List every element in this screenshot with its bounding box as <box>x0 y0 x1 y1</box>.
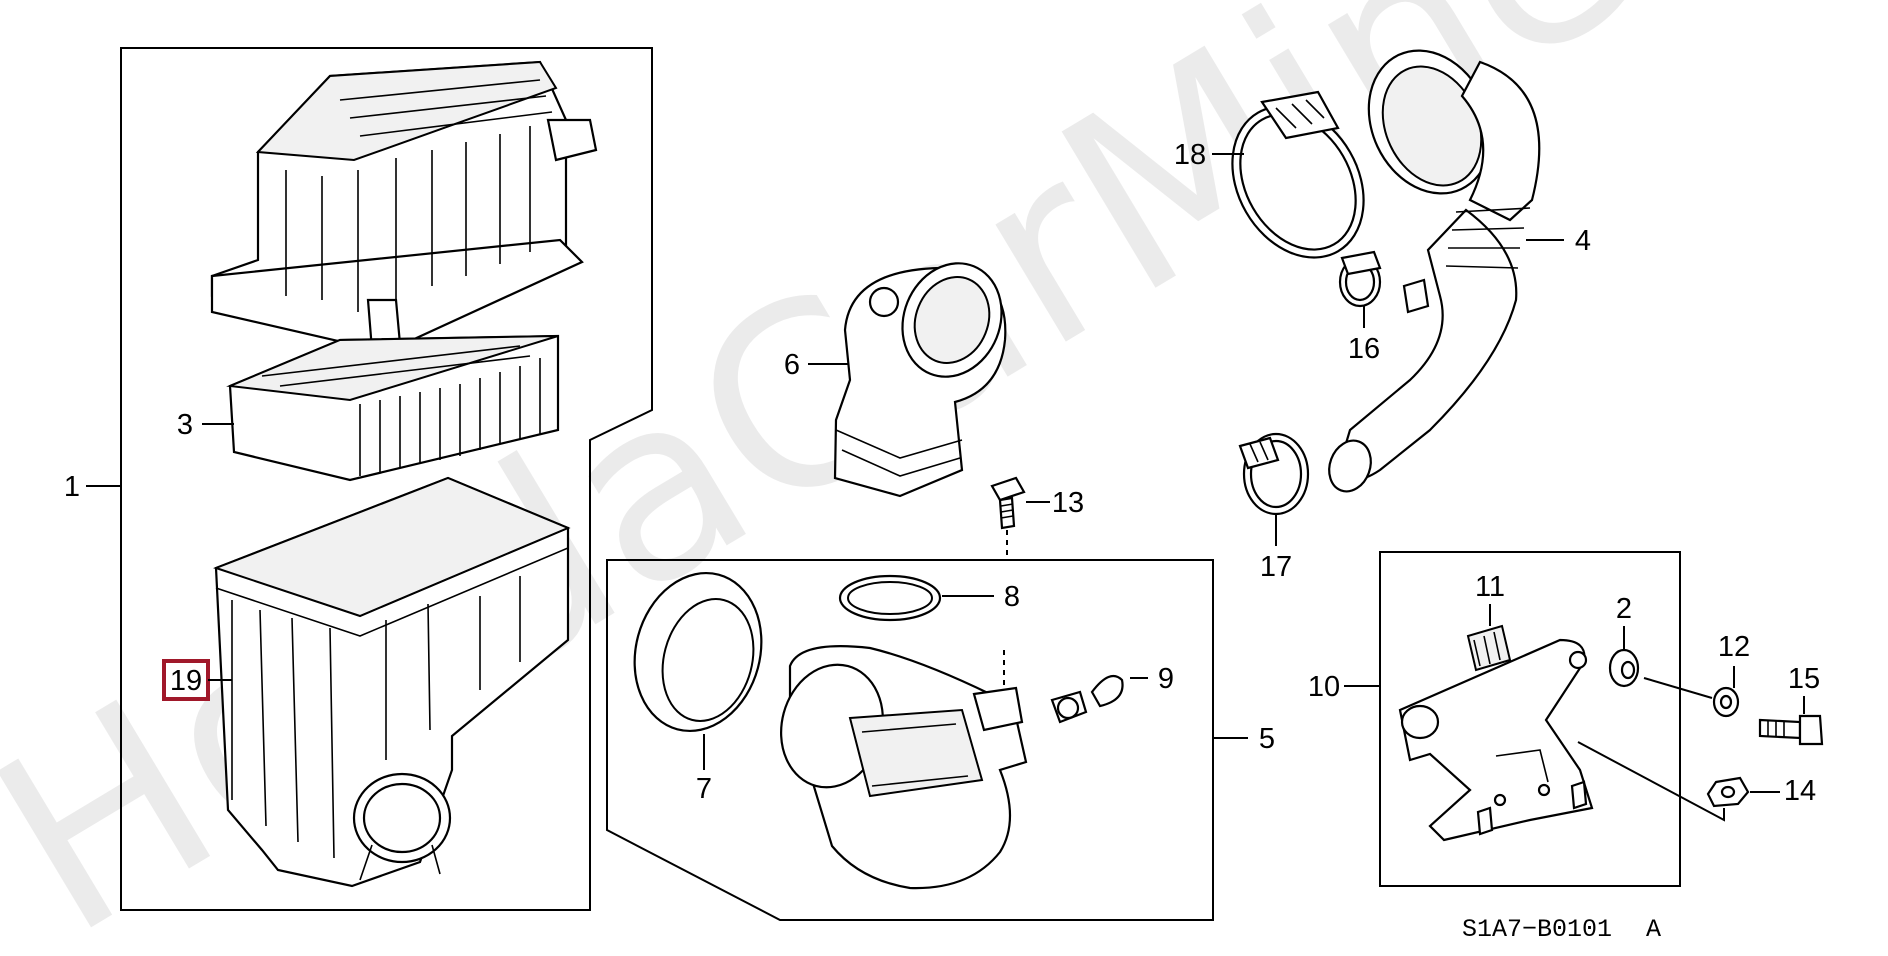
seal-part-7: 7 <box>633 571 763 805</box>
callout-14[interactable]: 14 <box>1784 775 1816 807</box>
bolt-part-15: 15 <box>1758 663 1824 746</box>
grommet-part-2: 2 <box>1608 593 1640 688</box>
callout-10[interactable]: 10 <box>1308 671 1340 703</box>
group-10-bracket <box>1379 551 1681 887</box>
callout-1[interactable]: 1 <box>64 471 80 503</box>
group-5-bracket <box>606 559 1214 921</box>
callout-16[interactable]: 16 <box>1348 333 1380 365</box>
callout-2[interactable]: 2 <box>1616 593 1632 625</box>
callout-19[interactable]: 19 <box>170 665 202 697</box>
air-cleaner-upper-cover <box>210 60 598 354</box>
callout-8[interactable]: 8 <box>1004 581 1020 613</box>
resonator-group: 7 8 9 5 <box>606 559 1275 921</box>
callout-6[interactable]: 6 <box>784 349 800 381</box>
callout-9[interactable]: 9 <box>1158 663 1174 695</box>
washer-part-12: 12 <box>1643 631 1750 718</box>
mount-part-11: 11 <box>1466 571 1512 672</box>
air-filter-element <box>226 334 560 482</box>
group-1-bracket <box>120 47 653 911</box>
clamp-part-16: 16 <box>1338 250 1382 365</box>
nut-part-14: 14 <box>1577 741 1816 822</box>
callout-3[interactable]: 3 <box>177 409 193 441</box>
gasket-part-8: 8 <box>838 574 1020 622</box>
callout-15[interactable]: 15 <box>1788 663 1820 695</box>
air-cleaner-lower-case <box>213 476 571 888</box>
callout-5[interactable]: 5 <box>1259 723 1275 755</box>
callout-18[interactable]: 18 <box>1174 139 1206 171</box>
clip-part-9: 9 <box>1050 663 1174 724</box>
callout-17[interactable]: 17 <box>1260 551 1292 583</box>
hose-band-part-17: 17 <box>1238 432 1310 583</box>
callout-13[interactable]: 13 <box>1052 487 1084 519</box>
intake-hose-part-4: 4 <box>1328 49 1591 493</box>
diagram-code: S1A7−B0101 <box>1462 915 1612 944</box>
callout-4[interactable]: 4 <box>1575 225 1591 257</box>
air-cleaner-group: 19 3 1 <box>64 47 653 911</box>
callout-11[interactable]: 11 <box>1475 571 1505 603</box>
bracket-group: 11 2 12 <box>1308 551 1824 887</box>
callout-12[interactable]: 12 <box>1718 631 1750 663</box>
resonator-body <box>780 645 1028 890</box>
bracket-plate <box>1398 638 1594 842</box>
callout-7[interactable]: 7 <box>696 773 712 805</box>
bolt-part-13: 13 <box>990 476 1084 560</box>
diagram-revision: A <box>1646 915 1661 944</box>
intake-duct-part-6: 6 <box>784 262 1007 498</box>
hose-band-part-18: 18 <box>1174 90 1365 259</box>
